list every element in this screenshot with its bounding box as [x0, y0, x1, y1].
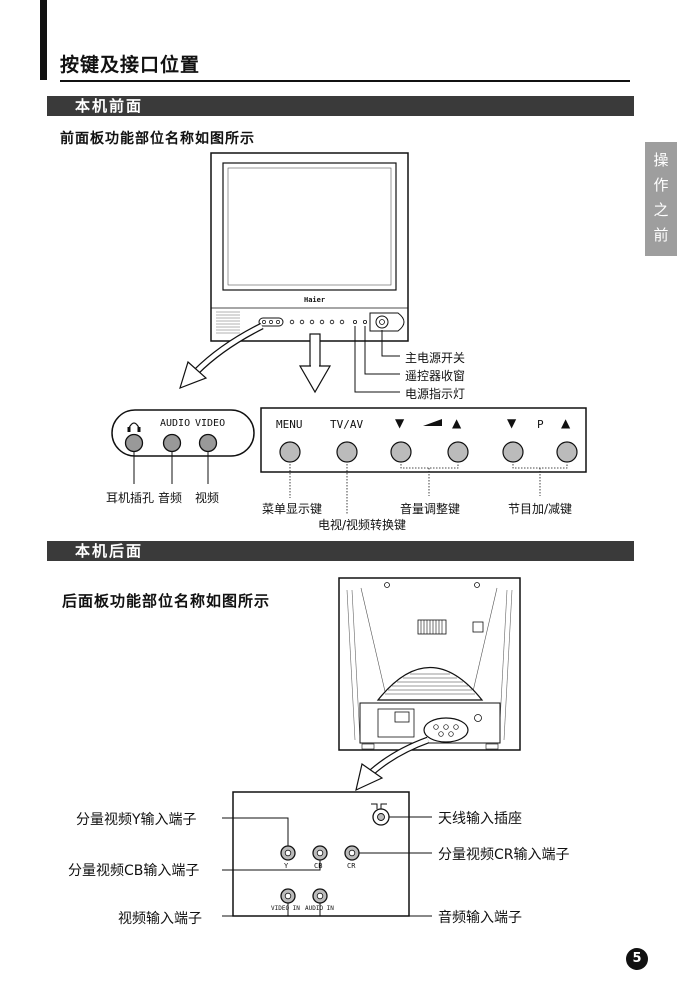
- jack-label-y: Y: [284, 862, 289, 870]
- button-label-ch-down: ▼: [507, 416, 517, 430]
- page-number: 5: [626, 948, 648, 970]
- button-panel: [260, 407, 587, 514]
- header-accent-bar: [40, 0, 47, 80]
- page-title: 按键及接口位置: [60, 54, 201, 76]
- button-label-menu: MENU: [276, 418, 303, 431]
- front-description: 前面板功能部位名称如图所示: [60, 131, 255, 147]
- callout-antenna: 天线输入插座: [438, 811, 522, 827]
- back-section-title: 本机后面: [47, 541, 634, 561]
- button-label-vol-down: ▼: [395, 416, 405, 430]
- button-label-p: P: [537, 418, 544, 431]
- button-label-vol-up: ▲: [452, 416, 462, 430]
- back-description: 后面板功能部位名称如图所示: [62, 592, 271, 610]
- jack-label-cb: CB: [314, 862, 323, 870]
- tv-back-illustration: [338, 577, 521, 751]
- back-jack-panel: [232, 791, 410, 917]
- button-label-tvav: TV/AV: [330, 418, 364, 431]
- jack-label-audio: AUDIO: [160, 418, 191, 429]
- callout-component-cr: 分量视频CR输入端子: [438, 847, 570, 863]
- jack-panel: [111, 409, 255, 484]
- side-tab-char: 之: [653, 201, 669, 219]
- callout-component-y: 分量视频Y输入端子: [76, 812, 197, 828]
- arrow-to-button-panel: [298, 333, 332, 394]
- callout-video-in: 视频输入端子: [118, 911, 202, 927]
- title-rule: [60, 80, 630, 82]
- caption-tvav-key: 电视/视频转换键: [318, 518, 407, 532]
- front-section-title: 本机前面: [47, 96, 634, 116]
- arrow-to-jack-panel: [179, 322, 264, 390]
- side-tab-char: 作: [653, 176, 669, 194]
- brand-logo: Haier: [304, 296, 326, 304]
- callout-audio-in: 音频输入端子: [438, 910, 522, 926]
- caption-headphone: 耳机插孔: [106, 491, 155, 505]
- caption-audio: 音频: [158, 491, 183, 505]
- caption-video: 视频: [195, 491, 220, 505]
- caption-menu-key: 菜单显示键: [262, 502, 323, 516]
- jack-label-video-in: VIDEO IN: [271, 905, 300, 912]
- button-label-ch-up: ▲: [561, 416, 571, 430]
- callout-power-indicator: 电源指示灯: [405, 387, 466, 401]
- caption-channel-key: 节目加/减键: [508, 502, 573, 516]
- jack-label-video: VIDEO: [195, 418, 226, 429]
- jack-label-cr: CR: [347, 862, 356, 870]
- tv-front-illustration: [210, 152, 409, 342]
- side-tab-char: 前: [653, 226, 669, 244]
- jack-label-audio-in: AUDIO IN: [305, 905, 334, 912]
- callout-component-cb: 分量视频CB输入端子: [68, 863, 200, 879]
- callout-main-power: 主电源开关: [405, 351, 466, 365]
- callout-remote-window: 遥控器收窗: [405, 369, 466, 383]
- caption-volume-key: 音量调整键: [400, 502, 461, 516]
- arrow-to-back-panel: [355, 736, 430, 792]
- side-tab-char: 操: [653, 151, 669, 169]
- side-tab: 操 作 之 前: [645, 142, 677, 256]
